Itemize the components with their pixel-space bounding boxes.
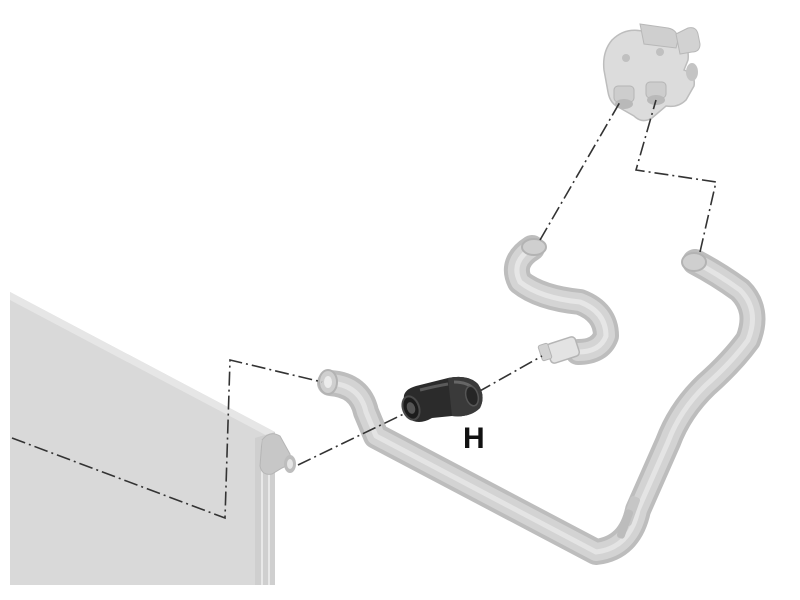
assembly-leader-lines [11, 99, 717, 520]
upper-hose [504, 235, 619, 365]
radiator [10, 292, 296, 585]
hose-connector-h[interactable] [399, 376, 483, 422]
callout-label-h: H [463, 422, 485, 455]
thermostat-housing [602, 23, 701, 122]
lower-hose [317, 249, 766, 565]
